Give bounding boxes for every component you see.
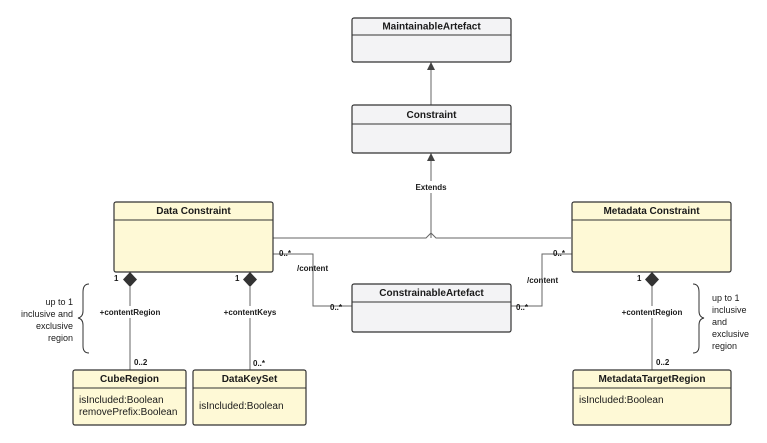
- content-label-left: /content: [297, 264, 328, 273]
- content-region-right-label: +contentRegion: [622, 308, 683, 317]
- dc-content-multiplicity: 0..*: [279, 249, 292, 258]
- data-constraint-class: Data Constraint: [113, 201, 274, 273]
- svg-text:and: and: [712, 317, 727, 327]
- generalization-arrowhead: [427, 153, 435, 161]
- composition-diamond: [645, 272, 659, 287]
- svg-text:region: region: [712, 341, 737, 351]
- content-keys-bg: [221, 306, 279, 318]
- svg-text:region: region: [48, 333, 73, 343]
- content-region-right-bg: [620, 306, 684, 318]
- extends-label: Extends: [415, 183, 447, 192]
- constraint-class: Constraint: [351, 104, 512, 154]
- class-title: MaintainableArtefact: [382, 22, 481, 33]
- content-label-right: /content: [527, 276, 558, 285]
- mc-content-multiplicity: 0..*: [553, 249, 566, 258]
- class-title: Constraint: [407, 110, 458, 121]
- svg-text:inclusive: inclusive: [712, 305, 747, 315]
- right-curly-brace: [692, 283, 705, 354]
- svg-text:exclusive: exclusive: [712, 329, 749, 339]
- extends-label-bg: [413, 181, 449, 193]
- data-key-set-multiplicity: 0..*: [253, 359, 266, 368]
- svg-text:up to 1: up to 1: [45, 297, 73, 307]
- right-region-note: up to 1 inclusive and exclusive region: [712, 293, 749, 351]
- class-attribute: removePrefix:Boolean: [79, 407, 177, 418]
- class-attribute: isIncluded:Boolean: [199, 401, 284, 412]
- dc-keys-one-multiplicity: 1: [235, 274, 240, 283]
- ca-right-multiplicity: 0..*: [516, 303, 529, 312]
- constrainable-artefact-class: ConstrainableArtefact: [351, 283, 512, 333]
- class-title: DataKeySet: [222, 374, 278, 385]
- mc-region-one-multiplicity: 1: [637, 274, 642, 283]
- maintainable-artefact-class: MaintainableArtefact: [351, 17, 512, 63]
- class-title: Data Constraint: [156, 206, 231, 217]
- composition-diamond: [243, 272, 257, 287]
- class-title: MetadataTargetRegion: [598, 374, 705, 385]
- ca-left-multiplicity: 0..*: [330, 303, 343, 312]
- dc-region-one-multiplicity: 1: [114, 274, 119, 283]
- class-title: Metadata Constraint: [603, 206, 700, 217]
- metadata-constraint-content-edge: [511, 253, 572, 307]
- svg-text:exclusive: exclusive: [36, 321, 73, 331]
- class-title: ConstrainableArtefact: [379, 288, 484, 299]
- metadata-constraint-class: Metadata Constraint: [571, 201, 732, 273]
- class-attribute: isIncluded:Boolean: [79, 395, 164, 406]
- content-region-left-label: +contentRegion: [100, 308, 161, 317]
- data-constraint-content-edge: [273, 253, 352, 307]
- left-region-note: up to 1 inclusive and exclusive region: [21, 297, 73, 343]
- cube-region-multiplicity: 0..2: [134, 358, 148, 367]
- data-key-set-class: DataKeySet isIncluded:Boolean: [192, 369, 307, 426]
- svg-text:up to 1: up to 1: [712, 293, 740, 303]
- metadata-target-region-multiplicity: 0..2: [656, 358, 670, 367]
- content-keys-label: +contentKeys: [224, 308, 277, 317]
- content-region-left-bg: [98, 306, 162, 318]
- generalization-arrowhead: [427, 62, 435, 70]
- svg-text:inclusive and: inclusive and: [21, 309, 73, 319]
- metadata-target-region-class: MetadataTargetRegion isIncluded:Boolean: [572, 369, 732, 426]
- class-title: CubeRegion: [100, 374, 159, 385]
- composition-diamond: [123, 272, 137, 287]
- left-curly-brace: [77, 283, 90, 354]
- cube-region-class: CubeRegion isIncluded:Boolean removePref…: [72, 369, 187, 426]
- class-attribute: isIncluded:Boolean: [579, 395, 664, 406]
- extends-branch-edge: [273, 232, 571, 239]
